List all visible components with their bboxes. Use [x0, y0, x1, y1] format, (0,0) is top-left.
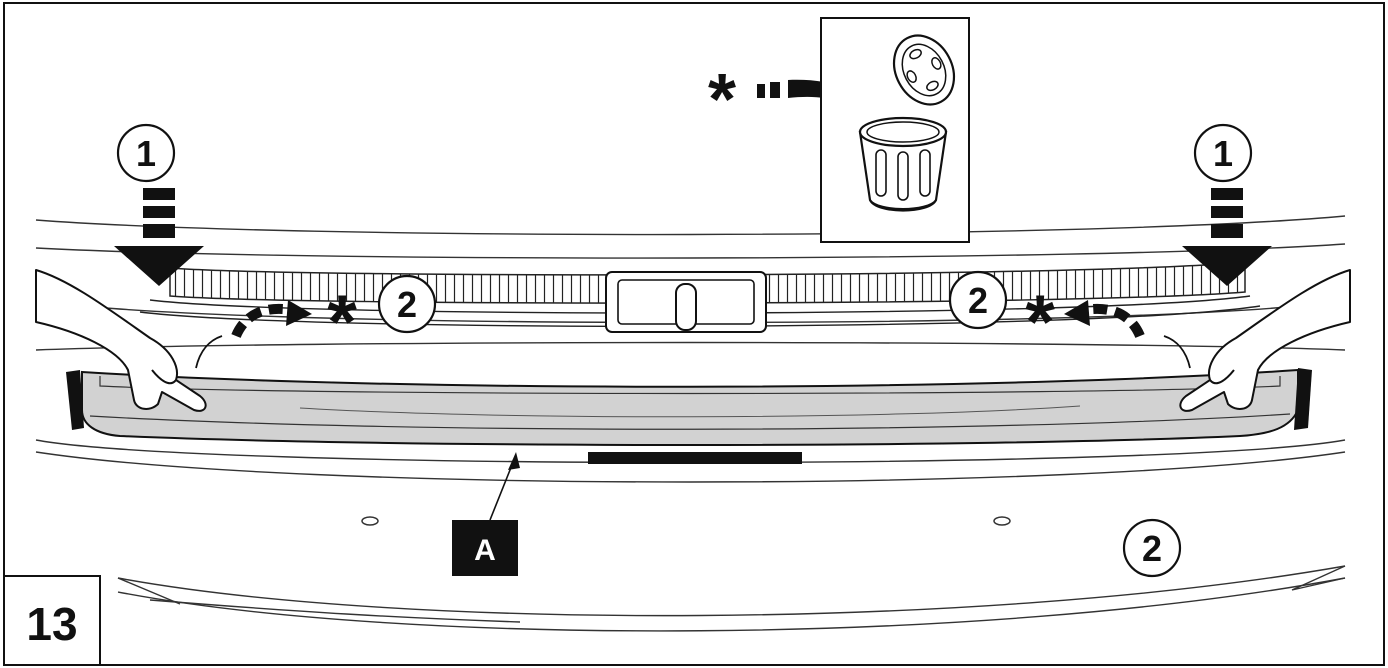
- part-label-a: A: [452, 452, 520, 576]
- press-arrow-left: [114, 188, 204, 286]
- clip-arrow-left-head: [286, 300, 312, 326]
- discard-marker-top: *: [708, 60, 736, 140]
- step-number: 1: [1213, 133, 1233, 174]
- step-number: 2: [1142, 528, 1162, 569]
- parking-sensor-right: [993, 516, 1011, 526]
- trim-end-cap-left: [66, 370, 84, 430]
- step-number: 2: [968, 280, 988, 321]
- figure-number-box: 13: [3, 575, 101, 666]
- step-number: 1: [136, 133, 156, 174]
- step-callout-clip-left: 2: [377, 274, 437, 334]
- step-callout-bumper: 2: [1122, 518, 1182, 578]
- hand-icon-right: [1163, 269, 1351, 412]
- step-callout-press-left: 1: [116, 123, 176, 183]
- step-number: 2: [397, 284, 417, 325]
- clip-arrow-right: [1083, 303, 1145, 339]
- protective-trim-a: [81, 368, 1299, 464]
- figure-number: 13: [26, 598, 77, 650]
- trash-bin-icon: [820, 17, 970, 243]
- discard-marker-right: *: [1025, 280, 1055, 365]
- latch-housing: [605, 271, 767, 333]
- figure-frame: [3, 2, 1385, 666]
- step-callout-press-right: 1: [1193, 123, 1253, 183]
- hand-icon: [35, 269, 223, 412]
- press-arrow-right: [1182, 188, 1272, 286]
- discard-marker-left: *: [327, 280, 357, 365]
- clip-arrow-right-head: [1064, 300, 1090, 326]
- trim-end-cap-right: [1294, 368, 1312, 430]
- step-callout-clip-right: 2: [948, 270, 1008, 330]
- clip-arrow-left: [231, 303, 293, 339]
- parking-sensor-left: [361, 516, 379, 526]
- part-label-text: A: [474, 534, 496, 567]
